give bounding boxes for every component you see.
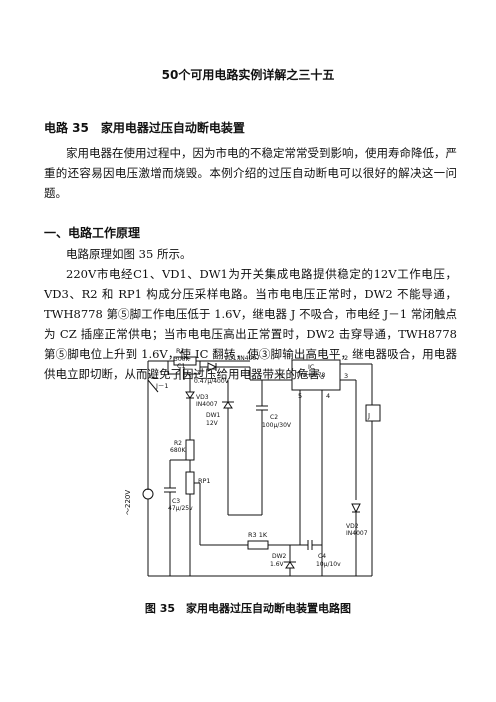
- label-r2-value: 680K: [170, 447, 186, 454]
- ic-twh8778: [291, 359, 341, 391]
- zener-dw1: [223, 401, 233, 409]
- label-pin3: 3: [344, 372, 348, 380]
- label-vd3: VD3: [196, 394, 209, 401]
- zener-dw2: [285, 561, 295, 569]
- resistor-r2: [185, 439, 195, 461]
- figure-caption: 图 35 家用电器过压自动断电装置电路图: [144, 602, 352, 615]
- label-pin4: 4: [326, 392, 330, 400]
- intro-paragraph: 家用电器在使用过程中，因为市电的不稳定常常受到影响，使用寿命降低，严重的还容易因…: [44, 146, 457, 200]
- label-dw2-value: 1.6V: [270, 561, 285, 568]
- label-c2: C2: [270, 414, 278, 421]
- label-pin5: 5: [298, 392, 302, 400]
- label-dw2: DW2: [272, 553, 287, 560]
- label-mains: ～220V: [124, 490, 132, 515]
- label-rp1: RP1: [198, 477, 211, 485]
- reference-paragraph: 电路原理如图 35 所示。: [66, 247, 192, 261]
- label-j1: J－1: [155, 382, 169, 390]
- diode-vd2: [351, 503, 361, 514]
- diode-vd3: [185, 391, 195, 399]
- label-c1-value: 0.47μ/400V: [194, 378, 230, 385]
- diode-vd1: [207, 362, 218, 372]
- label-dw1: DW1: [206, 412, 221, 419]
- label-r3: R3 1K: [248, 531, 268, 539]
- label-vd3-value: IN4007: [196, 401, 218, 408]
- label-ic: IC: [308, 363, 315, 371]
- label-c3: C3: [172, 498, 180, 505]
- label-r2: R2: [174, 440, 182, 447]
- section-title: 电路 35 家用电器过压自动断电装置: [44, 121, 245, 135]
- label-dw1-value: 12V: [206, 420, 219, 427]
- label-vd1: VD1 IN4007: [224, 355, 260, 362]
- label-r1: R1: [176, 347, 185, 355]
- label-r1-value: 300K: [174, 356, 190, 363]
- label-pin2: 2: [344, 354, 348, 362]
- label-vd2: VD2: [346, 523, 359, 530]
- label-relay: J: [367, 412, 370, 420]
- relay-coil-j: [365, 404, 381, 422]
- label-c4-value: 10μ/10v: [316, 561, 341, 568]
- label-pin1: 1: [280, 372, 284, 380]
- mains-socket: [142, 488, 154, 500]
- label-ic-part: TWH8778: [295, 372, 326, 379]
- heading-circuit-principle: 一、电路工作原理: [44, 226, 141, 240]
- document-title: 50个可用电路实例详解之三十五: [161, 68, 335, 82]
- label-c1: C1: [177, 362, 186, 370]
- label-vd2-value: IN4007: [346, 530, 368, 537]
- label-c4: C4: [318, 553, 326, 560]
- label-c3-value: 47μ/25v: [168, 505, 193, 512]
- label-c2-value: 100μ/30V: [262, 422, 292, 429]
- potentiometer-rp1: [185, 471, 195, 495]
- resistor-r3: [247, 540, 269, 550]
- circuit-diagram: R1 300K C1 0.47μ/400V VD1 IN4007 IC TWH8…: [124, 347, 381, 577]
